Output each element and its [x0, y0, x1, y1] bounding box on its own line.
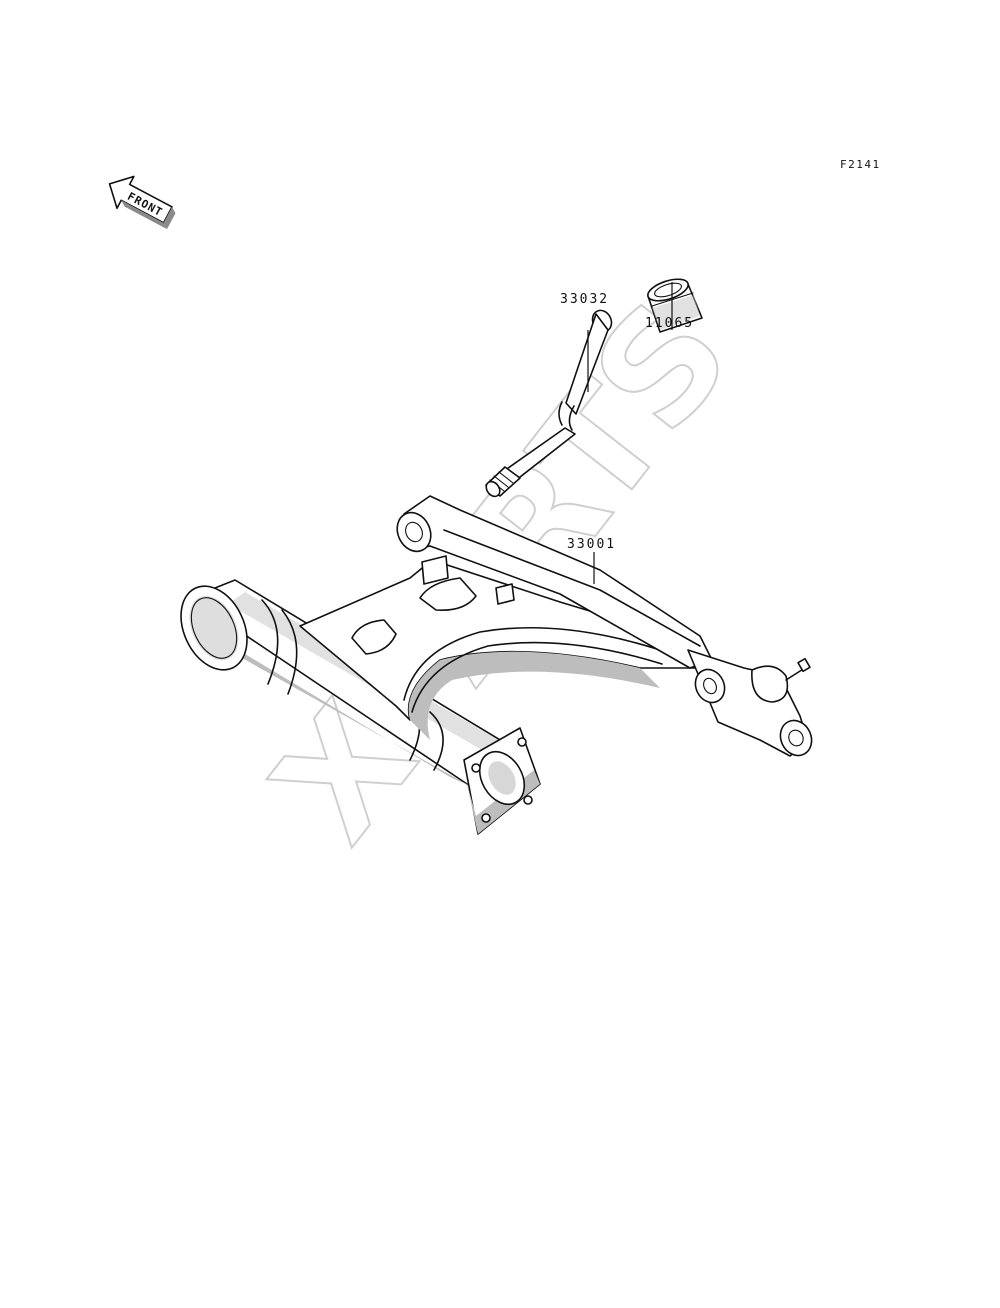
swingarm-33001	[180, 495, 813, 835]
part-label-11065: 11065	[645, 316, 694, 331]
collar-11065	[647, 278, 703, 333]
arm-beam	[299, 555, 701, 740]
rear-axle-mount	[687, 649, 813, 757]
pivot-shaft-33032	[485, 309, 613, 498]
part-label-33032: 33032	[560, 292, 609, 307]
drive-flange	[463, 727, 541, 835]
figure-code: F2141	[840, 158, 881, 171]
part-label-33001: 33001	[567, 537, 616, 552]
shaft-thread	[485, 466, 521, 498]
front-direction-arrow-icon: FRONT	[108, 175, 176, 230]
